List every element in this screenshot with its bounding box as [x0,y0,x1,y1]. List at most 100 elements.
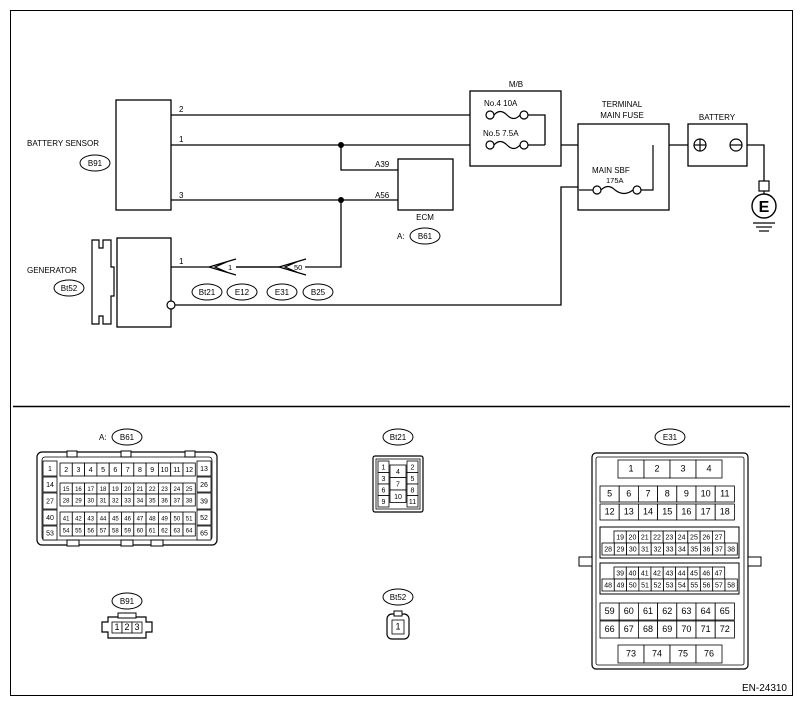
ecm-pin-a56: A56 [375,191,390,200]
pin-number: 4 [89,467,93,474]
pin-number: 37 [174,499,181,505]
pin-number: 3 [134,622,139,632]
pin-number: 59 [124,529,131,535]
b91-view-badge [111,592,143,610]
battery-sensor-box [115,99,172,211]
pin-number: 19 [616,535,624,542]
pin-number: 14 [643,507,653,517]
pin-number: 50 [174,517,181,523]
pin-number: 31 [100,499,107,505]
e31-left-latch [578,556,593,567]
pin-number: 53 [46,531,54,538]
pin-number: 3 [76,467,80,474]
pin-number: 73 [626,649,636,659]
pin-number: 31 [641,547,649,554]
pin-number: 62 [662,606,672,616]
ground-lines [753,191,775,232]
pin-number: 13 [200,466,208,473]
terminal-main-fuse-label-2: MAIN FUSE [600,111,644,120]
pin-number: 64 [701,606,711,616]
b61-view-prefix: A: [99,433,107,442]
pin-cell [389,489,407,503]
main-sbf-symbol [579,145,654,195]
pin-cell [724,578,738,592]
pin-number: 67 [624,624,634,634]
pin-number: 29 [75,499,82,505]
pin-number: 37 [715,547,723,554]
pin-number: 38 [727,547,735,554]
pin-number: 34 [137,499,144,505]
pin-number: 49 [161,517,168,523]
pin-number: 46 [124,517,131,523]
pin-cell [182,462,196,477]
wire-number-1: 1 [179,135,184,144]
pin-number: 28 [63,499,70,505]
pin-number: 15 [63,487,70,493]
e31-view-label: E31 [663,433,678,442]
connector-label-bt52: Bt52 [61,284,78,293]
connector-label-e12: E12 [235,288,250,297]
harness-pin-50: 50 [294,263,302,272]
pin-number: 23 [665,535,673,542]
pin-number: 63 [174,529,181,535]
pin-number: 48 [604,583,612,590]
pin-number: 65 [200,531,208,538]
pin-number: 16 [75,487,82,493]
b91-view-label: B91 [120,597,135,606]
pin-number: 36 [161,499,168,505]
pin-number: 30 [629,547,637,554]
pin-number: 18 [100,487,107,493]
pin-number: 72 [720,624,730,634]
battery-label: BATTERY [699,113,736,122]
wire-number-3: 3 [179,191,184,200]
pin-cell [391,619,405,635]
harness-connector-badges: Bt21 E12 E31 B25 [191,283,334,301]
pin-number: 48 [149,517,156,523]
pin-number: 11 [720,489,729,499]
pin-number: 7 [126,467,130,474]
pin-number: 2 [124,622,129,632]
pin-number: 58 [112,529,119,535]
e31-view-badge [654,428,686,446]
pin-number: 2 [64,467,68,474]
terminal-main-fuse-box [577,123,670,211]
pin-number: 2 [411,464,415,471]
battery-sensor-label: BATTERY SENSOR [27,139,99,148]
pin-number: 60 [624,606,634,616]
pin-number: 59 [605,606,615,616]
bt21-view-badge [382,428,414,446]
pin-number: 61 [149,529,156,535]
pin-number: 26 [200,482,208,489]
pin-cell [196,492,212,510]
bt52-view-label: Bt52 [390,593,407,602]
diagram-id: EN-24310 [742,683,787,694]
pin-number: 1 [48,466,52,473]
pin-number: 21 [137,487,144,493]
pin-number: 60 [137,529,144,535]
ecm-label: ECM [416,213,434,222]
pin-number: 17 [87,487,94,493]
ecm-pin-a39: A39 [375,160,390,169]
connector-badge-b91 [79,154,111,172]
pin-number: 55 [690,583,698,590]
generator-label: GENERATOR [27,266,77,275]
connector-label-b91: B91 [88,159,103,168]
pin-cell [182,493,196,507]
pin-number: 35 [690,547,698,554]
pin-number: 47 [715,571,723,578]
harness-connector-1 [206,258,237,276]
pin-number: 63 [681,606,691,616]
pin-number: 61 [643,606,653,616]
pin-number: 57 [100,529,107,535]
pin-cell [42,476,58,493]
pin-number: 28 [604,547,612,554]
pin-number: 22 [149,487,156,493]
pin-number: 5 [101,467,105,474]
pin-number: 11 [173,467,180,474]
pin-cell [724,542,738,556]
pin-number: 25 [186,487,193,493]
generator-wire-1: 1 [179,257,184,266]
pin-number: 10 [161,467,169,474]
pin-number: 55 [75,529,82,535]
pin-number: 69 [662,624,672,634]
